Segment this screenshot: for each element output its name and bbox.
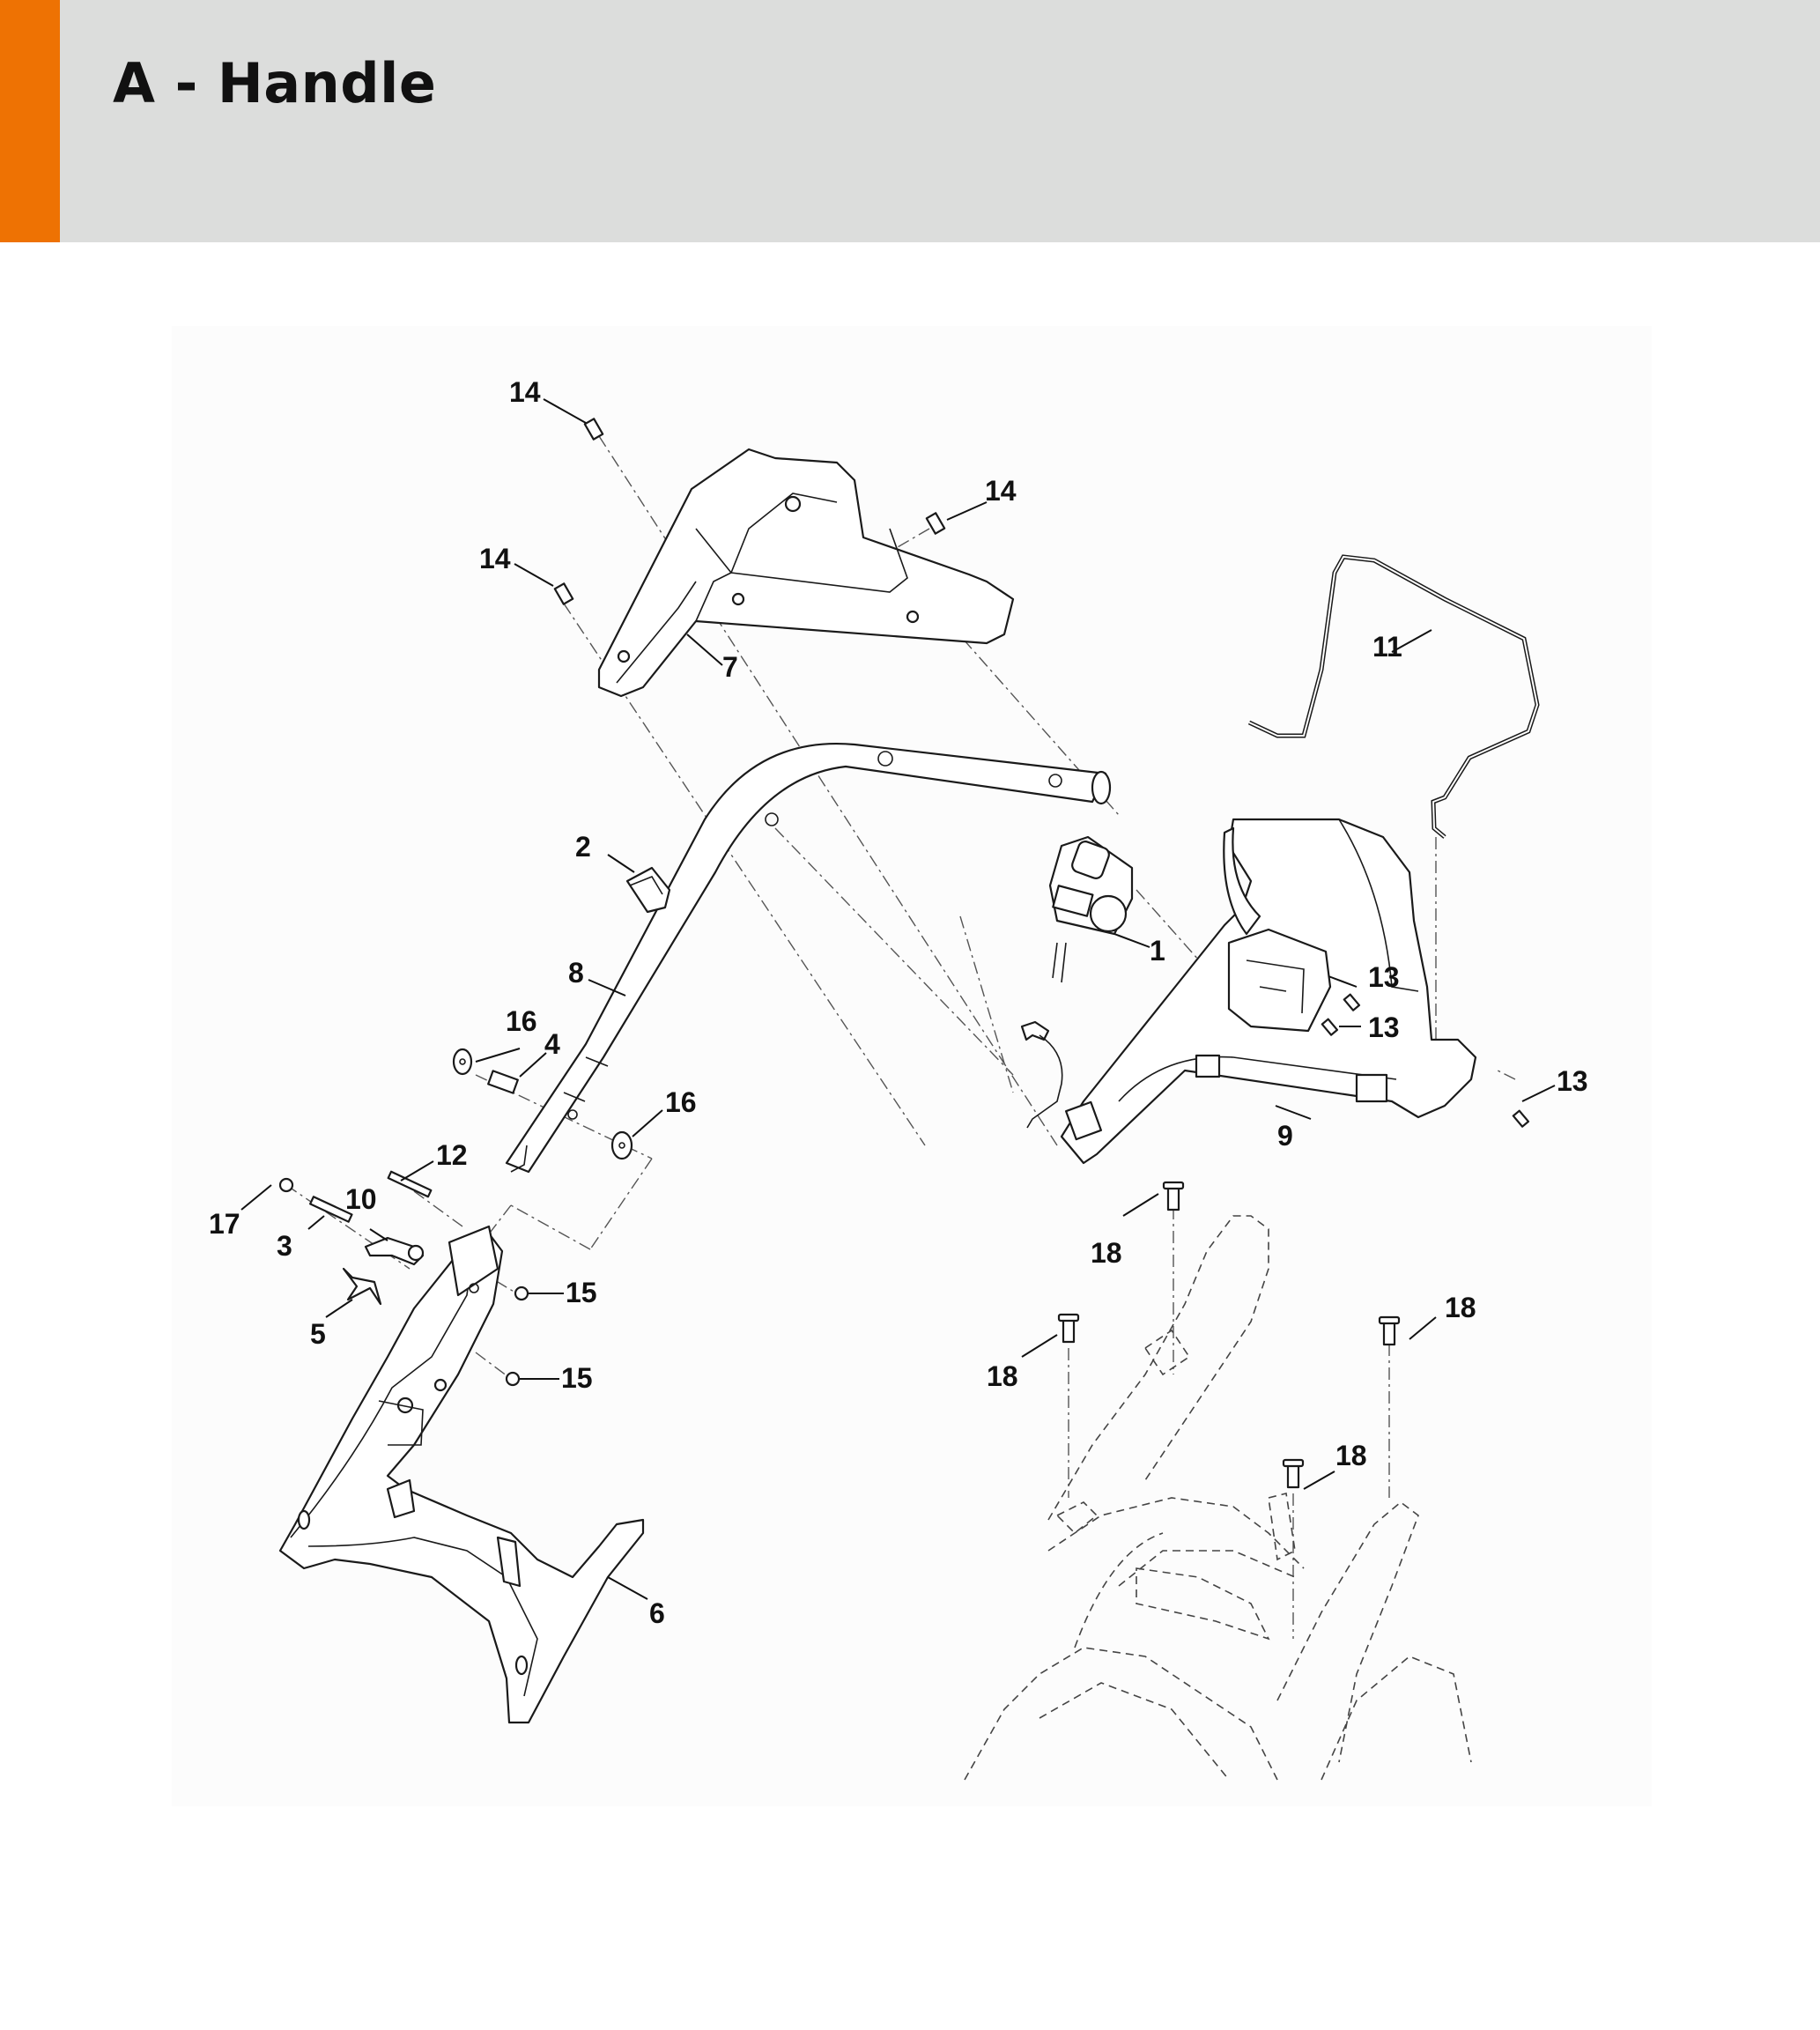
callout-labels: 14 14 14 7 11 2 1 8 13 13 13 16 4 16 9 1… bbox=[209, 376, 1588, 1629]
part-9-handle-frame bbox=[1060, 818, 1477, 1165]
callout-7: 7 bbox=[722, 651, 738, 683]
callout-18-c: 18 bbox=[1445, 1292, 1476, 1323]
callout-leader-lines bbox=[240, 398, 1556, 1600]
part-8-handle-tube bbox=[505, 743, 1112, 1174]
part-7-handle-cover bbox=[597, 448, 1015, 698]
part-18-screws bbox=[1057, 1181, 1401, 1489]
callout-15-a: 15 bbox=[566, 1277, 597, 1308]
callout-4: 4 bbox=[544, 1028, 560, 1060]
callout-13-a: 13 bbox=[1368, 961, 1400, 993]
part-6-mount-bracket bbox=[278, 1225, 645, 1724]
hinge-hardware bbox=[278, 1170, 433, 1306]
callout-1: 1 bbox=[1150, 935, 1165, 967]
part-1-control-unit bbox=[1048, 835, 1134, 983]
callout-2: 2 bbox=[575, 831, 591, 863]
callout-13-c: 13 bbox=[1557, 1065, 1588, 1097]
callout-8: 8 bbox=[568, 957, 584, 989]
part-16-4-washers-spacer bbox=[452, 1048, 633, 1160]
callout-5: 5 bbox=[310, 1318, 326, 1350]
callout-14-b: 14 bbox=[985, 475, 1017, 507]
callout-12: 12 bbox=[436, 1139, 468, 1171]
callout-16-a: 16 bbox=[506, 1005, 537, 1037]
callout-17: 17 bbox=[209, 1208, 240, 1240]
callout-18-a: 18 bbox=[1091, 1237, 1122, 1269]
callout-11: 11 bbox=[1372, 631, 1402, 663]
callout-6: 6 bbox=[649, 1597, 665, 1629]
callout-16-b: 16 bbox=[665, 1086, 697, 1118]
accent-bar bbox=[0, 0, 60, 242]
part-11-wire-bail bbox=[1247, 554, 1540, 839]
callout-18-d: 18 bbox=[1335, 1440, 1367, 1471]
callout-14-a: 14 bbox=[509, 376, 541, 408]
callout-10: 10 bbox=[345, 1183, 377, 1215]
callout-18-b: 18 bbox=[987, 1360, 1018, 1392]
part-2-clip bbox=[625, 866, 671, 914]
page-title: A - Handle bbox=[113, 51, 437, 115]
part-14-screws bbox=[553, 418, 946, 605]
part-13-screws bbox=[1321, 993, 1530, 1128]
callout-9: 9 bbox=[1277, 1120, 1293, 1152]
page-header bbox=[0, 0, 1820, 242]
part-15-nuts bbox=[505, 1285, 529, 1387]
callout-15-b: 15 bbox=[561, 1362, 593, 1394]
cable-harness bbox=[1020, 1020, 1063, 1129]
callout-3: 3 bbox=[277, 1230, 292, 1262]
callout-14-c: 14 bbox=[479, 543, 511, 574]
ghost-assembly-outline bbox=[964, 1215, 1472, 1781]
callout-13-b: 13 bbox=[1368, 1011, 1400, 1043]
